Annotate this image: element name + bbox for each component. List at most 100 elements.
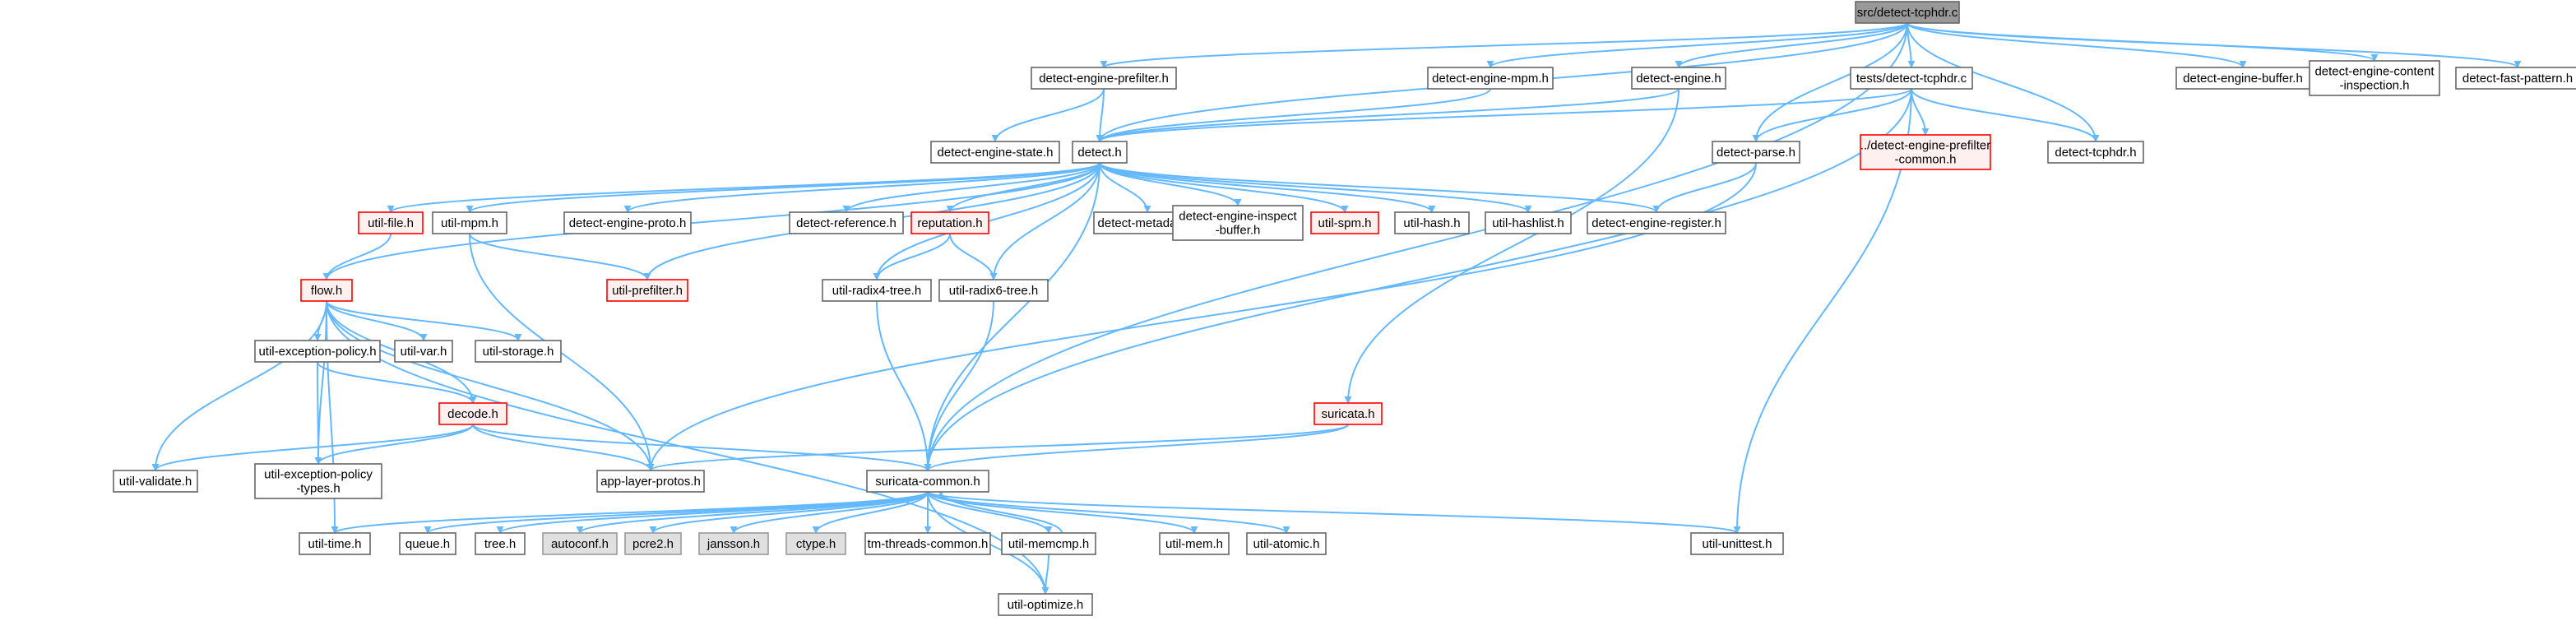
node-box <box>1031 67 1177 90</box>
node-util-atomic[interactable]: util-atomic.h <box>1246 532 1327 555</box>
node-label: decode.h <box>447 407 498 421</box>
edge-detect-h-to-detect-metadata <box>1099 162 1151 213</box>
node-fast-pattern[interactable]: detect-fast-pattern.h <box>2455 67 2576 90</box>
node-util-var[interactable]: util-var.h <box>394 340 453 363</box>
node-label: util-radix6-tree.h <box>949 284 1038 298</box>
node-label: util-exception-policy <box>264 468 373 482</box>
edge-detect-h-to-util-mpm <box>466 162 1100 213</box>
node-tree-h[interactable]: tree.h <box>475 532 526 555</box>
node-label: -inspection.h <box>2339 79 2409 93</box>
node-tm-threads[interactable]: tm-threads-common.h <box>864 532 991 555</box>
node-box <box>1427 67 1554 90</box>
edge-suricata-common-to-autoconf <box>576 491 929 534</box>
node-box <box>358 211 424 234</box>
node-label: detect-engine-buffer.h <box>2183 72 2303 86</box>
node-app-layer[interactable]: app-layer-protos.h <box>596 470 705 493</box>
node-engine-state[interactable]: detect-engine-state.h <box>930 141 1060 164</box>
edge-detect-h-to-util-spm <box>1099 162 1349 213</box>
node-inspect-buffer[interactable]: detect-engine-inspect-buffer.h <box>1172 205 1304 241</box>
node-parse-h[interactable]: detect-parse.h <box>1712 141 1800 164</box>
node-label: util-mem.h <box>1165 537 1223 551</box>
node-util-validate[interactable]: util-validate.h <box>113 470 198 493</box>
edge-detect-h-to-detect-reference <box>842 162 1100 213</box>
node-flow-h[interactable]: flow.h <box>300 279 353 302</box>
node-suricata-h[interactable]: suricata.h <box>1313 402 1383 425</box>
edge-util-memcmp-to-suricata-common <box>937 491 1063 534</box>
node-util-spm[interactable]: util-spm.h <box>1310 211 1379 234</box>
node-util-mem[interactable]: util-mem.h <box>1159 532 1230 555</box>
node-exc-policy[interactable]: util-exception-policy.h <box>254 340 381 363</box>
edge-suricata-common-to-tree-h <box>496 491 929 534</box>
node-box <box>624 532 682 555</box>
node-prefilter-h[interactable]: detect-engine-prefilter.h <box>1031 67 1177 90</box>
node-mpm-h[interactable]: detect-engine-mpm.h <box>1427 67 1554 90</box>
node-box <box>254 340 381 363</box>
node-label: detect-engine.h <box>1636 72 1721 86</box>
node-detect-reference[interactable]: detect-reference.h <box>789 211 904 234</box>
node-radix6[interactable]: util-radix6-tree.h <box>938 279 1049 302</box>
node-exc-types[interactable]: util-exception-policy-types.h <box>254 463 382 499</box>
node-box <box>596 470 705 493</box>
node-box <box>1310 211 1379 234</box>
edge-detect-h-to-engine-register <box>1099 162 1661 213</box>
edge-tests-tcphdr-to-tcphdr-h <box>1911 88 2100 142</box>
node-label: util-spm.h <box>1318 216 1371 230</box>
edge-tests-tcphdr-to-suricata-common <box>924 88 1912 471</box>
node-buffer-h[interactable]: detect-engine-buffer.h <box>2175 67 2310 90</box>
edge-engine-h-to-detect-h <box>1096 88 1679 142</box>
node-label: util-memcmp.h <box>1008 537 1089 551</box>
edge-engine-h-to-suricata-h <box>1344 88 1679 404</box>
node-util-unittest[interactable]: util-unittest.h <box>1690 532 1784 555</box>
node-suricata-common[interactable]: suricata-common.h <box>866 470 989 493</box>
nodes-layer: src/detect-tcphdr.c detect-engine-prefilt… <box>113 1 2576 616</box>
node-util-prefilter[interactable]: util-prefilter.h <box>606 279 688 302</box>
node-util-hash[interactable]: util-hash.h <box>1394 211 1470 234</box>
node-tests-tcphdr[interactable]: tests/detect-tcphdr.c <box>1850 67 1973 90</box>
node-engine-h[interactable]: detect-engine.h <box>1631 67 1726 90</box>
node-label: -common.h <box>1894 153 1956 167</box>
node-util-hashlist[interactable]: util-hashlist.h <box>1485 211 1572 234</box>
node-util-memcmp[interactable]: util-memcmp.h <box>1001 532 1096 555</box>
node-util-mpm[interactable]: util-mpm.h <box>432 211 507 234</box>
node-radix4[interactable]: util-radix4-tree.h <box>822 279 932 302</box>
node-label: util-optimize.h <box>1008 598 1084 612</box>
node-root[interactable]: src/detect-tcphdr.c <box>1855 1 1960 24</box>
node-util-file[interactable]: util-file.h <box>358 211 424 234</box>
node-label: -types.h <box>296 482 340 496</box>
node-util-storage[interactable]: util-storage.h <box>475 340 562 363</box>
node-jansson[interactable]: jansson.h <box>698 532 769 555</box>
node-content-insp[interactable]: detect-engine-content-inspection.h <box>2309 60 2440 96</box>
node-reputation[interactable]: reputation.h <box>910 211 989 234</box>
node-pcre2[interactable]: pcre2.h <box>624 532 682 555</box>
node-label: util-exception-policy.h <box>258 345 376 359</box>
edge-detect-h-to-util-hash <box>1099 162 1436 213</box>
node-box <box>438 402 507 425</box>
edge-radix4-to-suricata-common <box>876 300 932 471</box>
node-box <box>910 211 989 234</box>
edge-suricata-common-to-util-unittest <box>927 491 1741 534</box>
node-label: util-hashlist.h <box>1492 216 1564 230</box>
node-tcphdr-h[interactable]: detect-tcphdr.h <box>2047 141 2144 164</box>
node-label: jansson.h <box>707 537 760 551</box>
node-label: util-mpm.h <box>441 216 498 230</box>
edge-suricata-common-to-util-time <box>331 491 929 534</box>
node-queue-h[interactable]: queue.h <box>399 532 456 555</box>
edge-suricata-common-to-queue-h <box>424 491 929 534</box>
edge-flow-h-to-util-validate <box>151 300 327 471</box>
node-box <box>1001 532 1096 555</box>
edge-suricata-h-to-app-layer <box>646 424 1349 471</box>
node-decode-h[interactable]: decode.h <box>438 402 507 425</box>
node-ctype[interactable]: ctype.h <box>785 532 846 555</box>
node-util-optimize[interactable]: util-optimize.h <box>998 593 1093 616</box>
node-engine-register[interactable]: detect-engine-register.h <box>1587 211 1726 234</box>
node-prefilter-common[interactable]: ../detect-engine-prefilter-common.h <box>1860 134 1991 170</box>
node-autoconf[interactable]: autoconf.h <box>542 532 618 555</box>
node-util-time[interactable]: util-time.h <box>299 532 371 555</box>
edge-root-to-prefilter-h <box>1100 22 1908 68</box>
node-label: -buffer.h <box>1216 224 1261 238</box>
node-detect-h[interactable]: detect.h <box>1072 141 1128 164</box>
edge-root-to-mpm-h <box>1486 22 1908 68</box>
edge-root-to-engine-h <box>1675 22 1908 68</box>
node-engine-proto[interactable]: detect-engine-proto.h <box>563 211 692 234</box>
